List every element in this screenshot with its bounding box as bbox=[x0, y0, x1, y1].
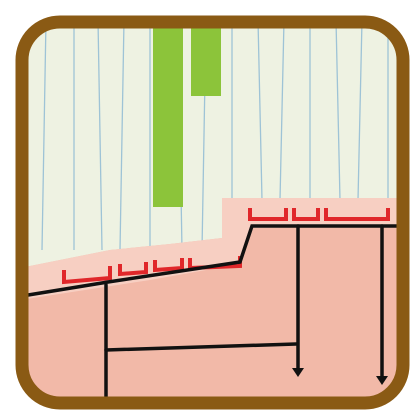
green-bar-tall bbox=[153, 20, 183, 207]
green-bar-short bbox=[191, 20, 221, 96]
